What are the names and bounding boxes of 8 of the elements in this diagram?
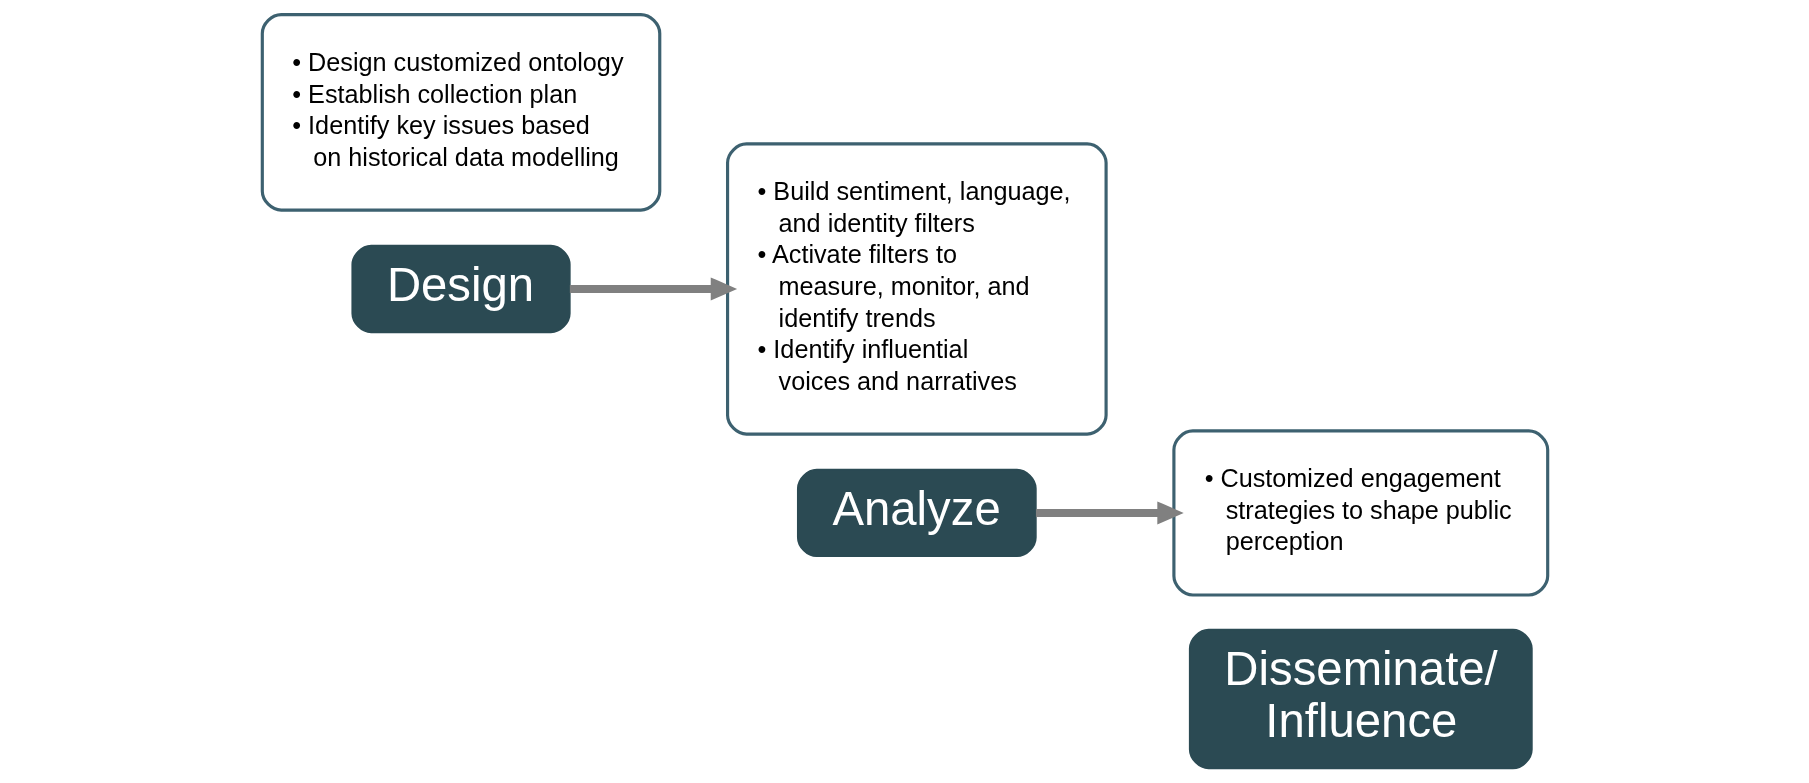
node-box: Design (350, 244, 571, 334)
node-box: Disseminate/ Influence (1188, 628, 1533, 770)
node-box: Analyze (796, 468, 1037, 558)
arrow (569, 277, 737, 301)
node-box: • Customized engagement strategies to shape public perception (1171, 429, 1549, 597)
arrow (1035, 501, 1184, 525)
node-box: • Build sentiment, language, and identity filters • Activate filters to measure, monitor, and identify trends • Identify influential voices and narratives (725, 142, 1108, 436)
node-box: • Design customized ontology • Establish collection plan • Identify key issues based on historical data modelling (260, 13, 661, 212)
